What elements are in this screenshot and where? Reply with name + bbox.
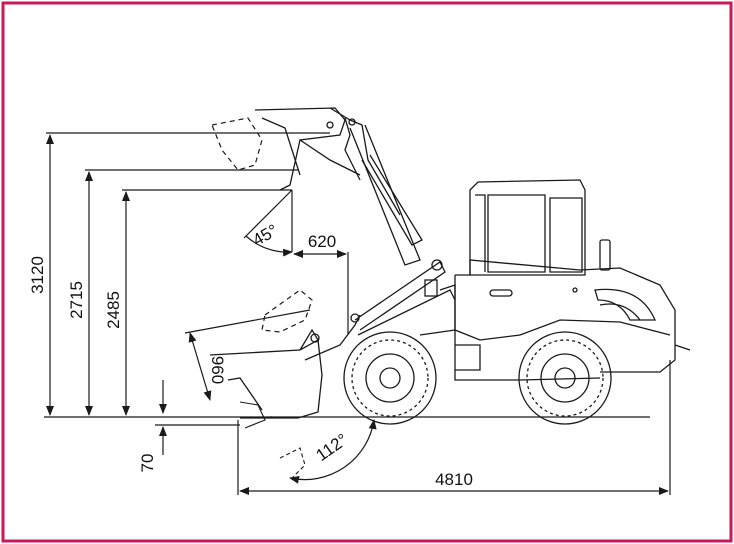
dim-label-620: 620 bbox=[308, 232, 336, 251]
lift-arm bbox=[349, 124, 456, 336]
bucket-lowered bbox=[209, 313, 361, 419]
dim-label-4810: 4810 bbox=[435, 470, 473, 489]
cab bbox=[469, 179, 586, 297]
bucket-ghost-top bbox=[211, 117, 263, 171]
dim-label-2715: 2715 bbox=[67, 281, 86, 319]
bucket-ghost-bottom bbox=[239, 401, 306, 481]
dim-label-45-deg: 45° bbox=[249, 221, 281, 250]
dim-label-70: 70 bbox=[138, 454, 157, 473]
chassis bbox=[419, 239, 691, 381]
front-wheel bbox=[343, 331, 437, 425]
dim-label-112-deg: 112° bbox=[313, 430, 352, 465]
rear-wheel bbox=[518, 331, 612, 425]
dim-label-2485: 2485 bbox=[104, 291, 123, 329]
dim-label-960: 960 bbox=[208, 356, 227, 384]
dimension-lines bbox=[44, 132, 671, 495]
dim-label-3120: 3120 bbox=[28, 256, 47, 294]
bucket-raised bbox=[254, 107, 401, 216]
